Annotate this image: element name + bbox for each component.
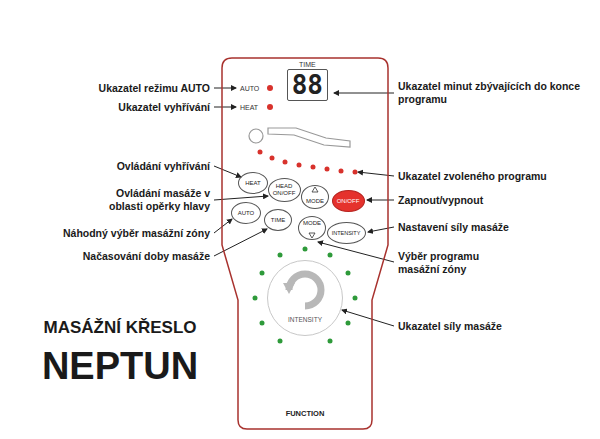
time-display: TIME88 (286, 60, 328, 101)
button-label: HEAT (245, 180, 261, 187)
intensity-led (260, 321, 265, 326)
button-label: TIME (271, 217, 285, 224)
intensity-leds (253, 247, 358, 344)
indicator-label: AUTO (240, 84, 270, 93)
housing-outline (222, 58, 388, 430)
program-led (283, 160, 288, 165)
intensity-led (328, 253, 333, 258)
intensity-dial: INTENSITY (267, 260, 343, 336)
callout-text: Náhodný výběr masážní zóny (10, 227, 210, 240)
leader-line (334, 93, 394, 94)
panel-label: INTENSITY (288, 316, 322, 323)
program-led (339, 169, 344, 174)
down-triangle (309, 233, 315, 238)
power-button: ON/OFF (332, 190, 365, 212)
seat-icon (268, 128, 350, 147)
callout-text: Ukazatel minut zbývajících do konce prog… (398, 80, 593, 106)
callout-text: Ukazatel síly masáže (398, 320, 588, 333)
intensity-led (328, 339, 333, 344)
mode-arrows (309, 187, 318, 238)
leader-line (342, 310, 394, 326)
auto-led (267, 85, 273, 91)
rotate-icon (283, 274, 321, 306)
button-label: ON/OFF (337, 198, 360, 205)
intensity-led (278, 253, 283, 258)
callout-text: Ukazatel vyhřívání (10, 101, 210, 114)
leader-line (214, 219, 232, 233)
head-button: HEAD ON/OFF (268, 178, 301, 202)
head-icon (249, 129, 263, 143)
product-subtitle: MASÁŽNÍ KŘESLO (20, 318, 220, 338)
leader-line (318, 242, 394, 262)
chair-icon (249, 128, 350, 147)
indicator-label: HEAT (240, 103, 270, 112)
leader-lines (214, 88, 394, 326)
rotate-arc (289, 274, 321, 306)
button-label: AUTO (238, 210, 255, 217)
rotate-head (283, 283, 295, 294)
callout-text: Ukazatel zvoleného programu (398, 170, 588, 183)
remote-housing: FUNCTIONTIME88HEATHEAD ON/OFFMODEON/OFFA… (222, 58, 388, 430)
panel-label: FUNCTION (222, 409, 388, 418)
intensity-led (253, 296, 258, 301)
housing-outline-path (222, 58, 388, 429)
intensity-led (346, 321, 351, 326)
intensity-led (346, 271, 351, 276)
button-label: MODE (306, 198, 324, 205)
intensity-led (278, 339, 283, 344)
program-leds (258, 150, 358, 175)
leader-line (367, 200, 394, 201)
intensity-led (260, 271, 265, 276)
heat-button: HEAT (238, 172, 268, 194)
callout-text: Ukazatel režimu AUTO (10, 82, 210, 95)
callout-text: Ovládání masáže v oblasti opěrky hlavy (80, 187, 210, 213)
leader-line (368, 227, 394, 232)
program-led (297, 163, 302, 168)
callout-text: Zapnout/vypnout (398, 194, 588, 207)
callout-text: Načasování doby masáže (10, 250, 210, 263)
display-heading: TIME (286, 60, 328, 69)
mode-down-button: MODE (298, 216, 326, 240)
product-title: NEPTUN (10, 344, 230, 388)
callout-text: Nastavení síly masáže (398, 221, 588, 234)
program-led (325, 167, 330, 172)
auto-button: AUTO (231, 202, 261, 224)
time-button: TIME (264, 209, 292, 231)
up-triangle (312, 187, 318, 192)
leader-line (214, 166, 241, 177)
program-led (270, 156, 275, 161)
intensity-button: INTENSITY (327, 222, 366, 244)
button-label: INTENSITY (332, 230, 361, 236)
indicator-leds (267, 85, 273, 110)
program-led (311, 165, 316, 170)
heat-led (267, 104, 273, 110)
intensity-led (353, 296, 358, 301)
leader-line (214, 88, 236, 89)
callout-text: Výběr programu masážní zóny (398, 250, 508, 276)
callout-text: Ovládání vyhřívání (10, 160, 210, 173)
button-label: HEAD ON/OFF (273, 183, 296, 196)
leader-line (214, 107, 236, 108)
button-label: MODE (303, 220, 321, 227)
intensity-led (303, 247, 308, 252)
program-led (258, 150, 263, 155)
program-led (353, 170, 358, 175)
display-digits: 88 (287, 69, 328, 101)
mode-up-button: MODE (301, 185, 329, 209)
